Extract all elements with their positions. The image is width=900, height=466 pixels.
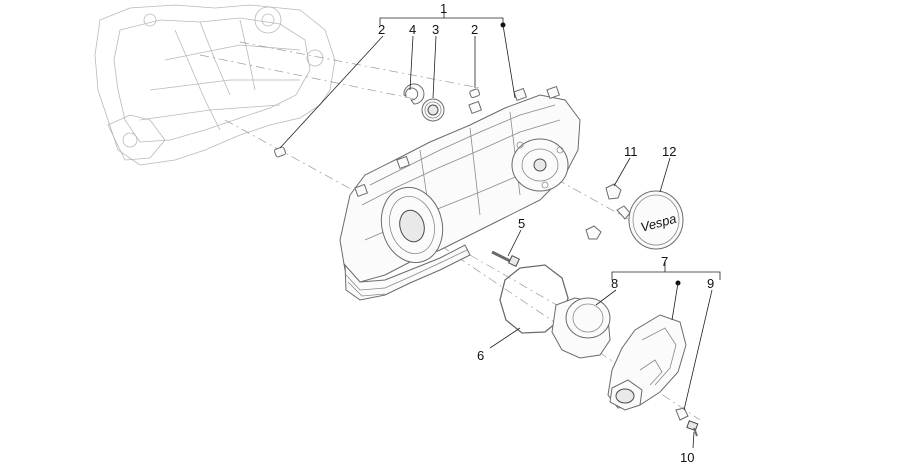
label-5: 5: [518, 216, 525, 231]
transmission-cover: [339, 85, 581, 301]
air-duct-ring: [551, 297, 611, 359]
label-12: 12: [662, 144, 676, 159]
label-2-right: 2: [471, 22, 478, 37]
screw-small: [686, 420, 699, 437]
dowel-pin-upper: [469, 88, 481, 99]
label-7: 7: [661, 254, 668, 269]
label-10: 10: [680, 450, 694, 465]
crankcase-outline: [94, 4, 336, 166]
label-9: 9: [707, 276, 714, 291]
vespa-badge: Vespa: [628, 190, 684, 250]
bearing: [421, 98, 445, 122]
label-8: 8: [611, 276, 618, 291]
label-1: 1: [440, 1, 447, 16]
circlip: [403, 83, 425, 105]
screw: [491, 250, 520, 267]
dowel-pin-lower: [273, 146, 287, 158]
drain-plug: [675, 407, 689, 421]
label-3: 3: [432, 22, 439, 37]
clip-nut: [585, 183, 631, 240]
reference-numbers: 1 2 4 3 2 11 12 5 7 8 9 6 10: [378, 1, 714, 465]
air-intake-cover: [607, 314, 687, 411]
leader-lines: [279, 10, 721, 449]
label-4: 4: [409, 22, 416, 37]
label-11: 11: [624, 144, 638, 159]
label-2-left: 2: [378, 22, 385, 37]
label-6: 6: [477, 348, 484, 363]
